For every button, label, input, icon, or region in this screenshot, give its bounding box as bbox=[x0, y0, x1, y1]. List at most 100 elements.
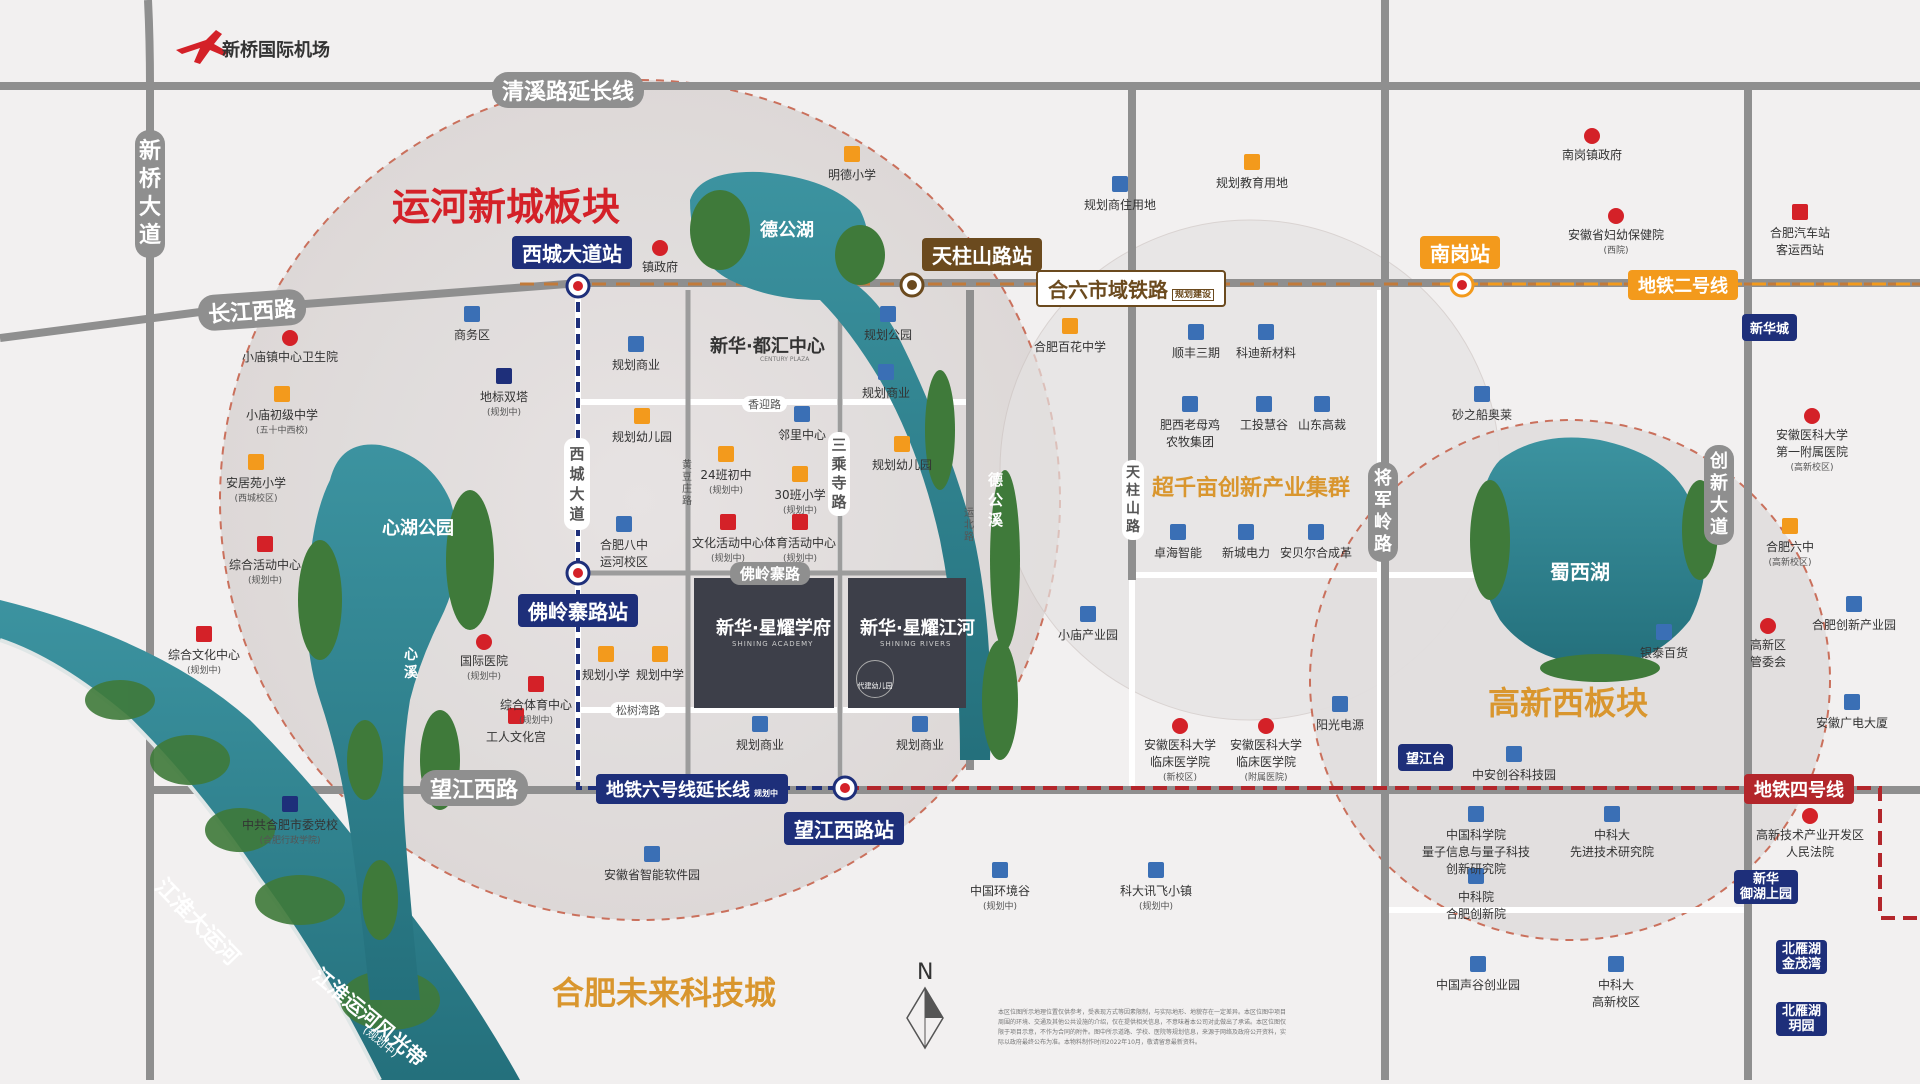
poi-label: 综合体育中心(规划中) bbox=[500, 696, 572, 726]
school-icon bbox=[248, 454, 264, 470]
poi-name: 安徽广电大厦 bbox=[1815, 716, 1889, 730]
poi-name: 中科大 bbox=[1593, 828, 1631, 842]
hospital-icon bbox=[1608, 208, 1624, 224]
lake-label-shuxi: 蜀西湖 bbox=[1550, 560, 1610, 584]
poi-name: 工人文化宫 bbox=[485, 730, 547, 744]
station-xinhua-yushang: 新华 御湖上园 bbox=[1734, 870, 1799, 904]
road-label-huangdou: 黄豆庄路 bbox=[682, 460, 692, 507]
poi-name: 中国环境谷 bbox=[969, 884, 1031, 898]
tower-icon bbox=[496, 368, 512, 384]
poi-subtitle: (合肥行政学院) bbox=[259, 836, 321, 846]
poi-label: 合肥六中(高新校区) bbox=[1766, 538, 1814, 568]
building-icon bbox=[1604, 806, 1620, 822]
poi-name: 阳光电源 bbox=[1315, 718, 1365, 732]
poi-name: 安徽医科大学 bbox=[1775, 428, 1849, 442]
poi-subtitle: (五十中西校) bbox=[255, 426, 309, 436]
poi-label: 规划商业 bbox=[896, 736, 944, 753]
poi-name: 规划公园 bbox=[863, 328, 913, 342]
poi-name: 地标双塔 bbox=[479, 390, 529, 404]
building-icon bbox=[1846, 596, 1862, 612]
building-icon bbox=[616, 516, 632, 532]
xinhu-lake bbox=[306, 444, 458, 1000]
building-icon bbox=[1506, 746, 1522, 762]
rail-note: 规划中 bbox=[754, 789, 778, 798]
poi-name: 合肥创新产业园 bbox=[1811, 618, 1897, 632]
poi-name: 南岗镇政府 bbox=[1561, 148, 1623, 162]
building-icon bbox=[1656, 624, 1672, 640]
building-icon bbox=[992, 862, 1008, 878]
poi-label: 安贝尔合成革 bbox=[1280, 544, 1352, 561]
poi-name: 中科院 bbox=[1457, 890, 1495, 904]
poi-label: 规划幼儿园 bbox=[612, 428, 672, 445]
gov-icon bbox=[1760, 618, 1776, 634]
hospital-icon bbox=[1172, 718, 1188, 734]
poi-label: 规划幼儿园 bbox=[872, 456, 932, 473]
poi-label: 安徽省智能软件园 bbox=[604, 866, 700, 883]
poi-subtitle: (规划中) bbox=[247, 576, 283, 586]
rail-label-metro6: 地铁六号线延长线规划中 bbox=[596, 774, 788, 804]
poi-name: 新城电力 bbox=[1221, 546, 1271, 560]
station-beiyanhu-mingyuan: 北雁湖 玥园 bbox=[1776, 1002, 1828, 1036]
station-beiyanhu-jinmao: 北雁湖 金茂湾 bbox=[1776, 940, 1828, 974]
poi-name: 安徽医科大学 bbox=[1143, 738, 1217, 752]
building-icon bbox=[1238, 524, 1254, 540]
road-label-foling: 佛岭寨路 bbox=[730, 562, 811, 585]
poi-label: 商务区 bbox=[454, 326, 490, 343]
poi-name: 中共合肥市委党校 bbox=[241, 818, 339, 832]
building-icon bbox=[880, 306, 896, 322]
school-icon bbox=[718, 446, 734, 462]
poi-label: 中科院合肥创新院 bbox=[1446, 888, 1506, 922]
poi-name: 高新技术产业开发区 bbox=[1755, 828, 1865, 842]
poi-name: 合肥六中 bbox=[1765, 540, 1815, 554]
school-icon bbox=[634, 408, 650, 424]
building-icon bbox=[1256, 396, 1272, 412]
poi-subtitle: 创新研究院 bbox=[1445, 862, 1507, 876]
road-label-yunbei: 运北路 bbox=[964, 508, 974, 543]
lake-label-xinxi: 心溪 bbox=[404, 647, 418, 681]
station-wangjiangxilu: 望江西路站 bbox=[784, 812, 904, 845]
poi-name: 综合活动中心 bbox=[228, 558, 302, 572]
poi-label: 南岗镇政府 bbox=[1562, 146, 1622, 163]
poi-label: 文化活动中心(规划中) bbox=[692, 534, 764, 564]
poi-name: 高新区 bbox=[1749, 638, 1787, 652]
building-icon bbox=[1332, 696, 1348, 712]
poi-label: 国际医院(规划中) bbox=[460, 652, 508, 682]
building-icon bbox=[1182, 396, 1198, 412]
poi-label: 肥西老母鸡农牧集团 bbox=[1160, 416, 1220, 450]
poi-label: 卓海智能 bbox=[1154, 544, 1202, 561]
road-label-songshuwan: 松树湾路 bbox=[610, 702, 666, 718]
poi-subtitle: 临床医学院 bbox=[1235, 755, 1297, 769]
project-jianghe-en: SHINING RIVERS bbox=[880, 640, 952, 648]
rail-label-metro2: 地铁二号线 bbox=[1628, 270, 1738, 300]
poi-name: 工投慧谷 bbox=[1239, 418, 1289, 432]
poi-label: 中安创谷科技园 bbox=[1472, 766, 1556, 783]
flag-icon bbox=[257, 536, 273, 552]
poi-name: 小庙初级中学 bbox=[245, 408, 319, 422]
poi-label: 安徽医科大学第一附属医院(高新校区) bbox=[1776, 426, 1848, 473]
shuxi-lake bbox=[1477, 437, 1705, 666]
poi-name: 24班初中 bbox=[700, 468, 752, 482]
school-icon bbox=[792, 466, 808, 482]
poi-name: 中国科学院 bbox=[1445, 828, 1507, 842]
road-label-tianzhushan: 天柱山路 bbox=[1122, 460, 1144, 540]
poi-label: 科大讯飞小镇(规划中) bbox=[1120, 882, 1192, 912]
hospital-icon bbox=[1258, 718, 1274, 734]
rail-note: 规划建设 bbox=[1172, 289, 1215, 301]
school-icon bbox=[894, 436, 910, 452]
poi-label: 中科大先进技术研究院 bbox=[1570, 826, 1654, 860]
school-icon bbox=[1782, 518, 1798, 534]
poi-label: 中国科学院量子信息与量子科技创新研究院 bbox=[1422, 826, 1530, 877]
poi-name: 规划商业 bbox=[895, 738, 945, 752]
poi-label: 24班初中(规划中) bbox=[700, 466, 751, 496]
xinhu-greenery bbox=[298, 490, 494, 940]
poi-name: 中安创谷科技园 bbox=[1471, 768, 1557, 782]
lotus-icon bbox=[196, 626, 212, 642]
school-icon bbox=[598, 646, 614, 662]
project-jianghe: 新华·星耀江河 bbox=[860, 618, 975, 639]
poi-name: 科大讯飞小镇 bbox=[1119, 884, 1193, 898]
building-icon bbox=[464, 306, 480, 322]
road-label-jiangjunling: 将军岭路 bbox=[1368, 462, 1398, 562]
poi-label: 中国环境谷(规划中) bbox=[970, 882, 1030, 912]
school-icon bbox=[652, 646, 668, 662]
